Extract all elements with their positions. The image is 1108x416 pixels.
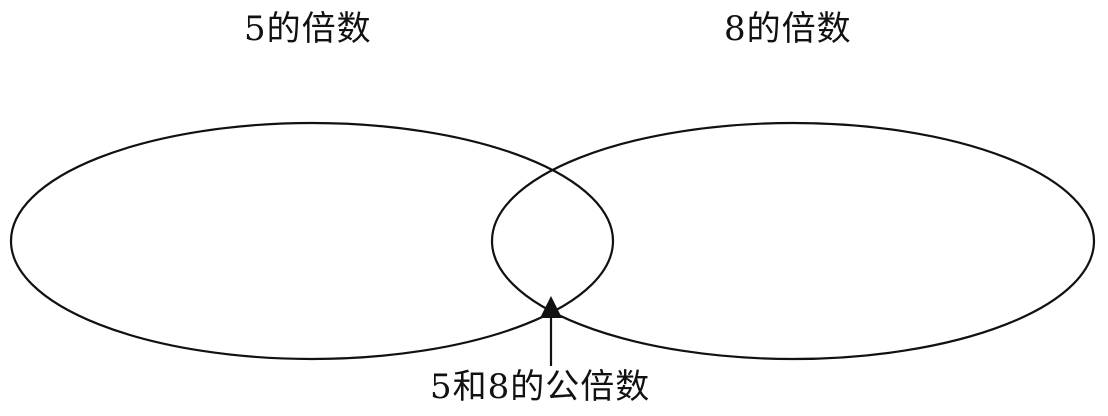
set-b-label: 8的倍数 — [724, 9, 852, 49]
intersection-label: 5和8的公倍数 — [430, 367, 651, 407]
right-set-ellipse — [490, 121, 1096, 361]
left-set-ellipse — [9, 121, 615, 361]
set-a-label: 5的倍数 — [244, 9, 372, 49]
